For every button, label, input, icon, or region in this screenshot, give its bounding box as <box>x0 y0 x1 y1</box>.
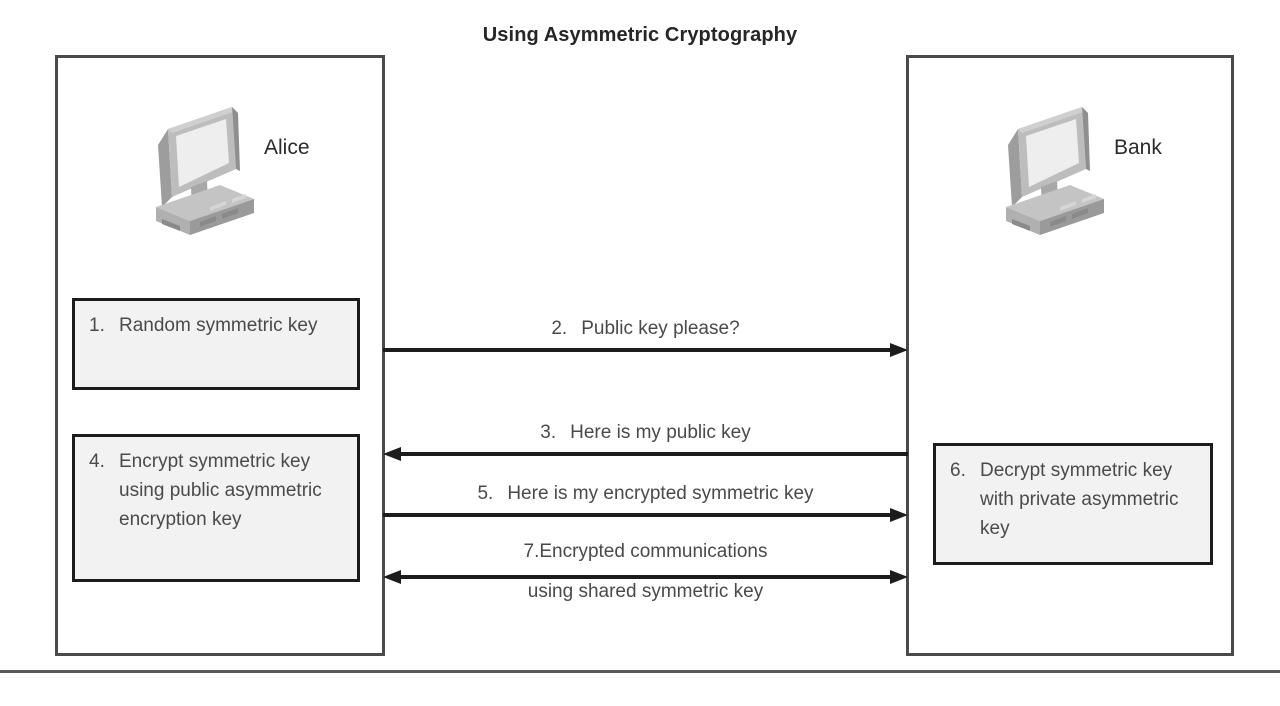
step-box-4: 4. Encrypt symmetric key using public as… <box>72 434 360 582</box>
step-text-6: Decrypt symmetric key with private asymm… <box>980 460 1179 539</box>
step-number-4: 4. <box>89 451 105 472</box>
step-text-1: Random symmetric key <box>119 315 318 336</box>
message-arrow-2: 2. Public key please? <box>383 316 908 357</box>
message-arrow-7: 7.Encrypted communications using shared … <box>383 541 908 607</box>
arrow-bidirectional-icon <box>383 570 908 584</box>
message-label-7-line1: 7.Encrypted communications <box>383 541 908 563</box>
step-number-6: 6. <box>950 460 966 481</box>
message-arrow-3: 3. Here is my public key <box>383 420 908 461</box>
arrow-left-icon <box>383 447 908 461</box>
message-label-3: 3. Here is my public key <box>383 420 908 446</box>
desktop-computer-icon <box>156 107 254 235</box>
message-text-5: Here is my encrypted symmetric key <box>507 483 814 504</box>
message-number-3: 3. <box>540 422 557 443</box>
step-box-6: 6. Decrypt symmetric key with private as… <box>933 443 1213 565</box>
message-arrow-5: 5. Here is my encrypted symmetric key <box>383 481 908 522</box>
actor-alice: Alice <box>150 95 310 235</box>
actor-label-alice: Alice <box>264 136 310 159</box>
arrow-right-icon <box>383 508 908 522</box>
arrow-right-icon <box>383 343 908 357</box>
message-text-7: Encrypted communications <box>539 541 768 562</box>
desktop-computer-icon <box>1006 107 1104 235</box>
message-text-3: Here is my public key <box>570 422 751 443</box>
step-box-1: 1. Random symmetric key <box>72 298 360 390</box>
message-number-7: 7. <box>523 541 540 562</box>
step-number-1: 1. <box>89 315 105 336</box>
step-text-4: Encrypt symmetric key using public asymm… <box>119 451 322 530</box>
message-text-2: Public key please? <box>581 318 740 339</box>
actor-label-bank: Bank <box>1114 136 1162 159</box>
message-label-7-line2: using shared symmetric key <box>527 581 764 602</box>
message-label-2: 2. Public key please? <box>383 316 908 342</box>
actor-bank: Bank <box>1000 95 1162 235</box>
page-title: Using Asymmetric Cryptography <box>482 24 798 46</box>
bottom-divider <box>0 670 1280 673</box>
message-label-5: 5. Here is my encrypted symmetric key <box>383 481 908 507</box>
message-number-5: 5. <box>477 483 494 504</box>
message-number-2: 2. <box>551 318 568 339</box>
